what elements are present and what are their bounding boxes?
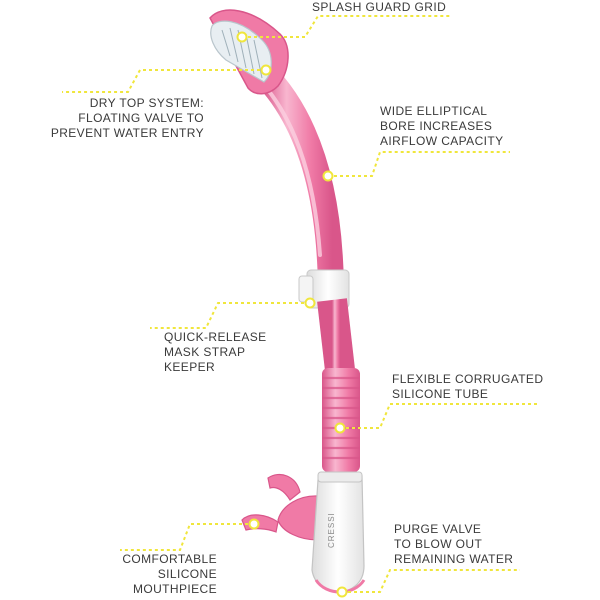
corrugation-ridges [322,376,360,460]
label-wide-bore: WIDE ELLIPTICAL BORE INCREASES AIRFLOW C… [380,104,504,148]
mouthpiece-stem [277,495,319,541]
label-mouthpiece: COMFORTABLE SILICONE MOUTHPIECE [122,552,217,596]
marker-flexible-tube [334,422,346,434]
marker-splash-guard [236,31,248,43]
callout-lines [62,15,540,593]
purge-valve-collar [317,471,363,483]
label-flexible-tube: FLEXIBLE CORRUGATED SILICONE TUBE [392,372,544,401]
brand-mark: CRESSI [327,512,336,548]
callout-markers [236,31,348,598]
callout-line-quick-release [150,302,310,329]
purge-valve-housing [311,475,365,593]
callout-line-purge-valve [342,569,520,593]
label-purge-valve: PURGE VALVE TO BLOW OUT REMAINING WATER [394,522,514,566]
callout-line-wide-bore [328,151,510,177]
upper-tube [249,59,345,313]
marker-dry-top [260,64,272,76]
middle-tube [317,298,355,372]
callout-line-mouthpiece [120,523,254,551]
label-splash-guard: SPLASH GUARD GRID [312,0,447,14]
callout-line-flexible-tube [340,403,540,429]
marker-purge-valve [336,586,348,598]
mouthpiece-upper-wing [267,473,301,501]
marker-mouthpiece [248,518,260,530]
marker-quick-release [304,297,316,309]
label-dry-top: DRY TOP SYSTEM: FLOATING VALVE TO PREVEN… [50,96,204,140]
callout-line-splash-guard [242,15,450,38]
marker-wide-bore [322,170,334,182]
callout-line-dry-top [62,69,266,93]
label-quick-release: QUICK-RELEASE MASK STRAP KEEPER [164,330,267,374]
corrugated-tube [322,368,360,472]
